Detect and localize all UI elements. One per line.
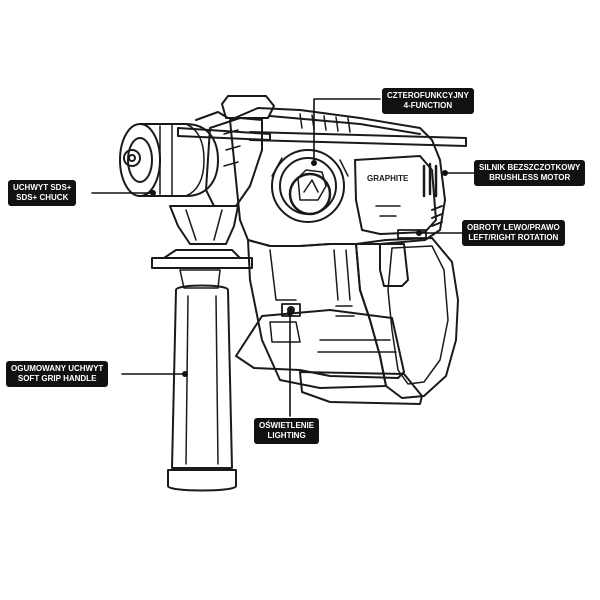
callout-lighting-en: LIGHTING <box>267 431 306 440</box>
lower-body <box>247 239 387 389</box>
motor-housing <box>229 107 467 247</box>
callout-brushless-motor: SILNIK BEZSZCZOTKOWY BRUSHLESS MOTOR <box>474 160 586 186</box>
callout-sds-chuck: UCHWYT SDS+ SDS+ CHUCK <box>8 180 77 206</box>
callout-four-function-en: 4-FUNCTION <box>403 101 453 110</box>
leader-lines <box>91 98 475 417</box>
brand-logo-text: GRAPHITE <box>367 174 409 183</box>
callout-brushless-motor-en: BRUSHLESS MOTOR <box>489 173 571 182</box>
sds-chuck <box>119 95 275 207</box>
function-selector-dial <box>271 149 349 223</box>
brand-logo: GRAPHITE <box>367 174 409 183</box>
callout-rotation: OBROTY LEWO/PRAWO LEFT/RIGHT ROTATION <box>462 220 565 246</box>
callout-sds-chuck-en: SDS+ CHUCK <box>16 193 69 202</box>
callout-soft-grip-pl: OGUMOWANY UCHWYT <box>11 364 104 373</box>
callout-four-function: CZTEROFUNKCYJNY 4-FUNCTION <box>382 88 474 114</box>
callout-lighting-pl: OŚWIETLENIE <box>259 421 315 430</box>
callout-sds-chuck-pl: UCHWYT SDS+ <box>13 183 72 192</box>
callout-soft-grip-en: SOFT GRIP HANDLE <box>17 374 97 383</box>
callout-soft-grip: OGUMOWANY UCHWYT SOFT GRIP HANDLE <box>6 361 109 387</box>
callout-lighting: OŚWIETLENIE LIGHTING <box>254 418 320 444</box>
battery-base <box>235 309 423 405</box>
callout-brushless-motor-pl: SILNIK BEZSZCZOTKOWY <box>479 163 581 172</box>
side-handle-mount <box>151 205 253 289</box>
callout-four-function-pl: CZTEROFUNKCYJNY <box>387 91 469 100</box>
callout-rotation-en: LEFT/RIGHT ROTATION <box>468 233 559 242</box>
soft-grip-handle <box>167 284 237 492</box>
callout-rotation-pl: OBROTY LEWO/PRAWO <box>467 223 560 232</box>
